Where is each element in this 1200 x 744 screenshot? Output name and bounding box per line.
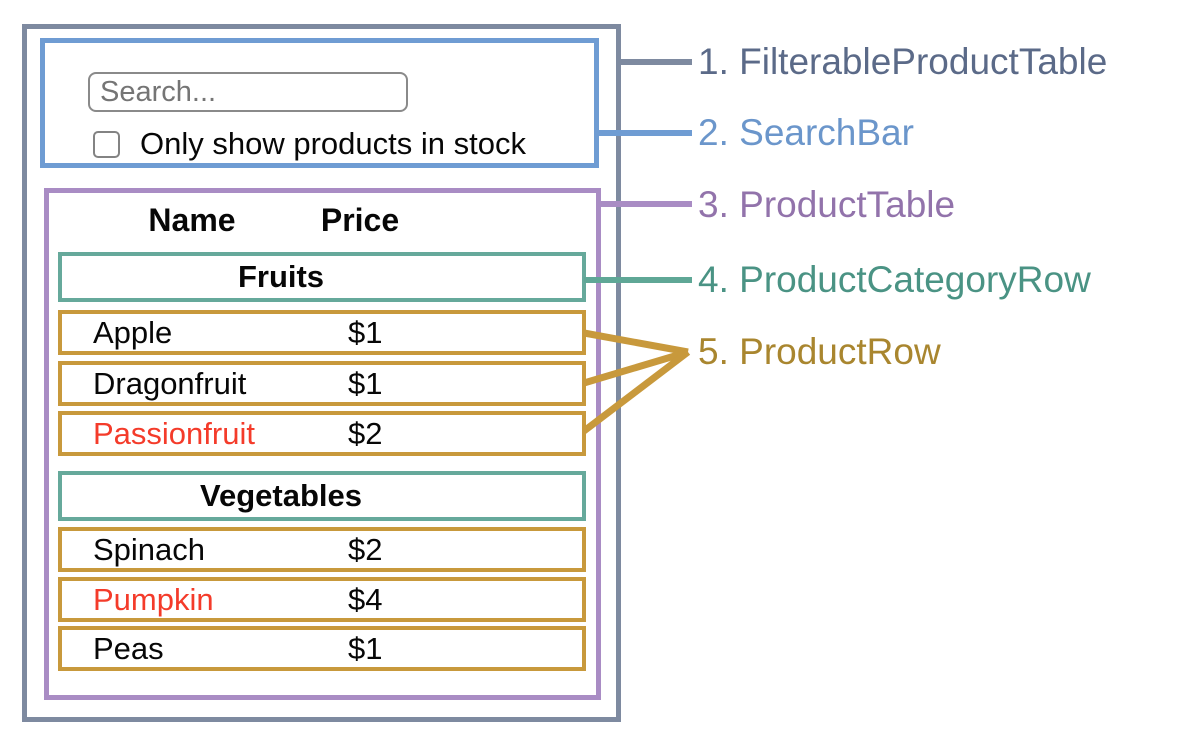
product-table-box: Name Price Fruits Apple $1 Dragonfruit $… <box>44 188 601 700</box>
column-header-price: Price <box>320 202 400 238</box>
legend-filterable-product-table: 1. FilterableProductTable <box>698 41 1108 82</box>
product-row-dragonfruit: Dragonfruit $1 <box>58 361 586 406</box>
product-name-out-of-stock: Pumpkin <box>93 581 214 617</box>
product-name: Peas <box>93 630 164 666</box>
product-name: Dragonfruit <box>93 365 247 401</box>
in-stock-checkbox-label: Only show products in stock <box>140 126 526 161</box>
product-price: $1 <box>348 630 383 666</box>
product-name-out-of-stock: Passionfruit <box>93 415 255 451</box>
category-label: Vegetables <box>200 478 362 513</box>
legend-product-row: 5. ProductRow <box>698 331 941 372</box>
product-price: $2 <box>348 415 383 451</box>
product-price: $4 <box>348 581 383 617</box>
legend-product-table: 3. ProductTable <box>698 184 956 225</box>
legend-product-category-row: 4. ProductCategoryRow <box>698 259 1091 300</box>
product-row-peas: Peas $1 <box>58 626 586 671</box>
in-stock-checkbox[interactable] <box>93 130 120 158</box>
search-bar-box: Only show products in stock <box>40 38 599 168</box>
product-row-pumpkin: Pumpkin $4 <box>58 577 586 622</box>
product-name: Apple <box>93 314 173 350</box>
legend-search-bar: 2. SearchBar <box>698 112 914 153</box>
product-price: $1 <box>348 314 383 350</box>
category-row-fruits: Fruits <box>58 252 586 302</box>
product-row-apple: Apple $1 <box>58 310 586 355</box>
category-row-vegetables: Vegetables <box>58 471 586 521</box>
column-header-name: Name <box>148 202 236 238</box>
product-name: Spinach <box>93 531 206 567</box>
product-price: $2 <box>348 531 383 567</box>
filterable-product-table-box: Only show products in stock Name Price F… <box>22 24 621 722</box>
category-label: Fruits <box>237 259 325 294</box>
product-row-spinach: Spinach $2 <box>58 527 586 572</box>
product-row-passionfruit: Passionfruit $2 <box>58 411 586 456</box>
search-input[interactable] <box>88 72 408 112</box>
product-price: $1 <box>348 365 383 401</box>
stock-filter-row: Only show products in stock <box>93 126 526 161</box>
